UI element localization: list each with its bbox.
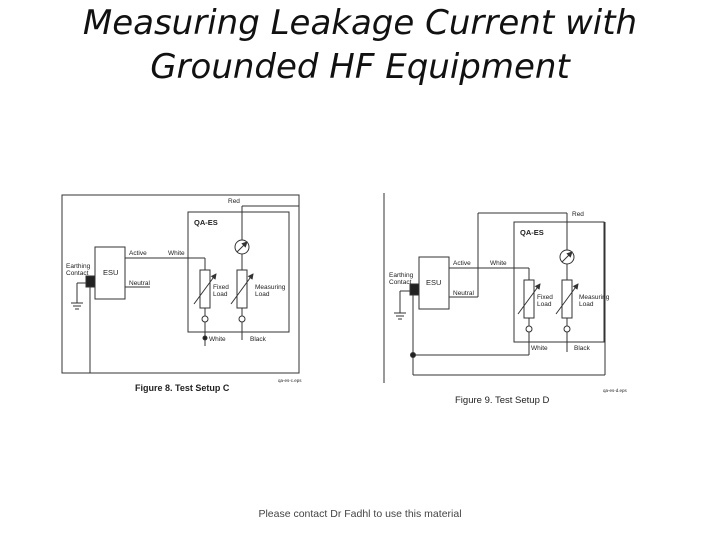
figure-d-measuring-load-arrow [555,283,579,315]
figure-c-terminal-black [238,315,246,323]
figure-c-label-black: Black [250,336,267,343]
figure-d-label-white-bottom: White [531,345,548,352]
figure-c-label-earthing-2: Contact [66,270,89,277]
title-line-2: Grounded HF Equipment [150,47,570,87]
figure-d-caption: Figure 9. Test Setup D [455,395,549,406]
figure-test-setup-c [61,194,300,374]
figure-c-labels: Red QA-ES Active White Earthing Contact … [66,198,302,393]
figure-c-label-measuring-2: Load [255,291,270,298]
figure-c-analyzer-box [187,211,290,333]
figure-d-label-earthing-2: Contact [389,279,412,286]
figure-d-label-fixed-1: Fixed [537,294,553,301]
figure-d-label-white-top: White [490,260,507,267]
figure-d-white-node [410,352,416,358]
figure-d-file-tag: qa-es-d.eps [603,388,628,393]
figure-c-meter-needle [236,241,248,253]
figure-d-label-esu: ESU [426,278,441,287]
figure-d-label-earthing-1: Earthing [389,272,414,279]
figure-c-fixed-load-arrow [193,273,217,305]
figure-c-terminal-white [201,315,209,323]
figure-d-labels: Red QA-ES Active White Earthing Contact … [389,211,628,406]
figure-c-label-red: Red [228,198,240,205]
figure-c-measuring-load-arrow [230,273,254,305]
figure-d-label-red: Red [572,211,584,218]
figure-c-caption: Figure 8. Test Setup C [135,383,230,393]
figure-d-label-black: Black [574,345,591,352]
figure-c-white-node [202,335,208,341]
figure-d-label-measuring-1: Measuring [579,294,610,301]
figure-c-label-neutral: Neutral [129,280,151,287]
figure-d-esu-box [418,256,450,310]
figure-d-label-fixed-2: Load [537,301,552,308]
figure-d-fixed-load-arrow [517,283,541,315]
figure-d-label-active: Active [453,260,471,267]
figure-c-label-analyzer: QA-ES [194,218,218,227]
figure-d-terminal-white [525,325,533,333]
figure-d-label-neutral: Neutral [453,290,475,297]
figure-d-label-measuring-2: Load [579,301,594,308]
figure-c-label-fixed-1: Fixed [213,284,229,291]
figure-c-frame [61,194,300,374]
figure-d-label-analyzer: QA-ES [520,228,544,237]
figure-c-esu-box [94,246,126,300]
figure-c-label-measuring-1: Measuring [255,284,286,291]
figure-d-earthing-block [409,283,420,296]
figure-test-setup-d [383,193,606,383]
figure-c-label-active: Active [129,250,147,257]
title-line-1: Measuring Leakage Current with [82,3,638,43]
figure-d-terminal-black [563,325,571,333]
figure-c-label-fixed-2: Load [213,291,228,298]
figure-d-analyzer-box [513,221,605,343]
figure-c-label-esu: ESU [103,268,118,277]
figure-c-file-tag: qa-es-c.eps [278,378,302,383]
figure-d-meter-needle [561,251,573,263]
figure-c-label-white-top: White [168,250,185,257]
footer-note: Please contact Dr Fadhl to use this mate… [258,508,462,520]
figure-c-label-white-bottom: White [209,336,226,343]
figure-c-label-earthing-1: Earthing [66,263,91,270]
figure-c-earthing-block [85,275,96,288]
